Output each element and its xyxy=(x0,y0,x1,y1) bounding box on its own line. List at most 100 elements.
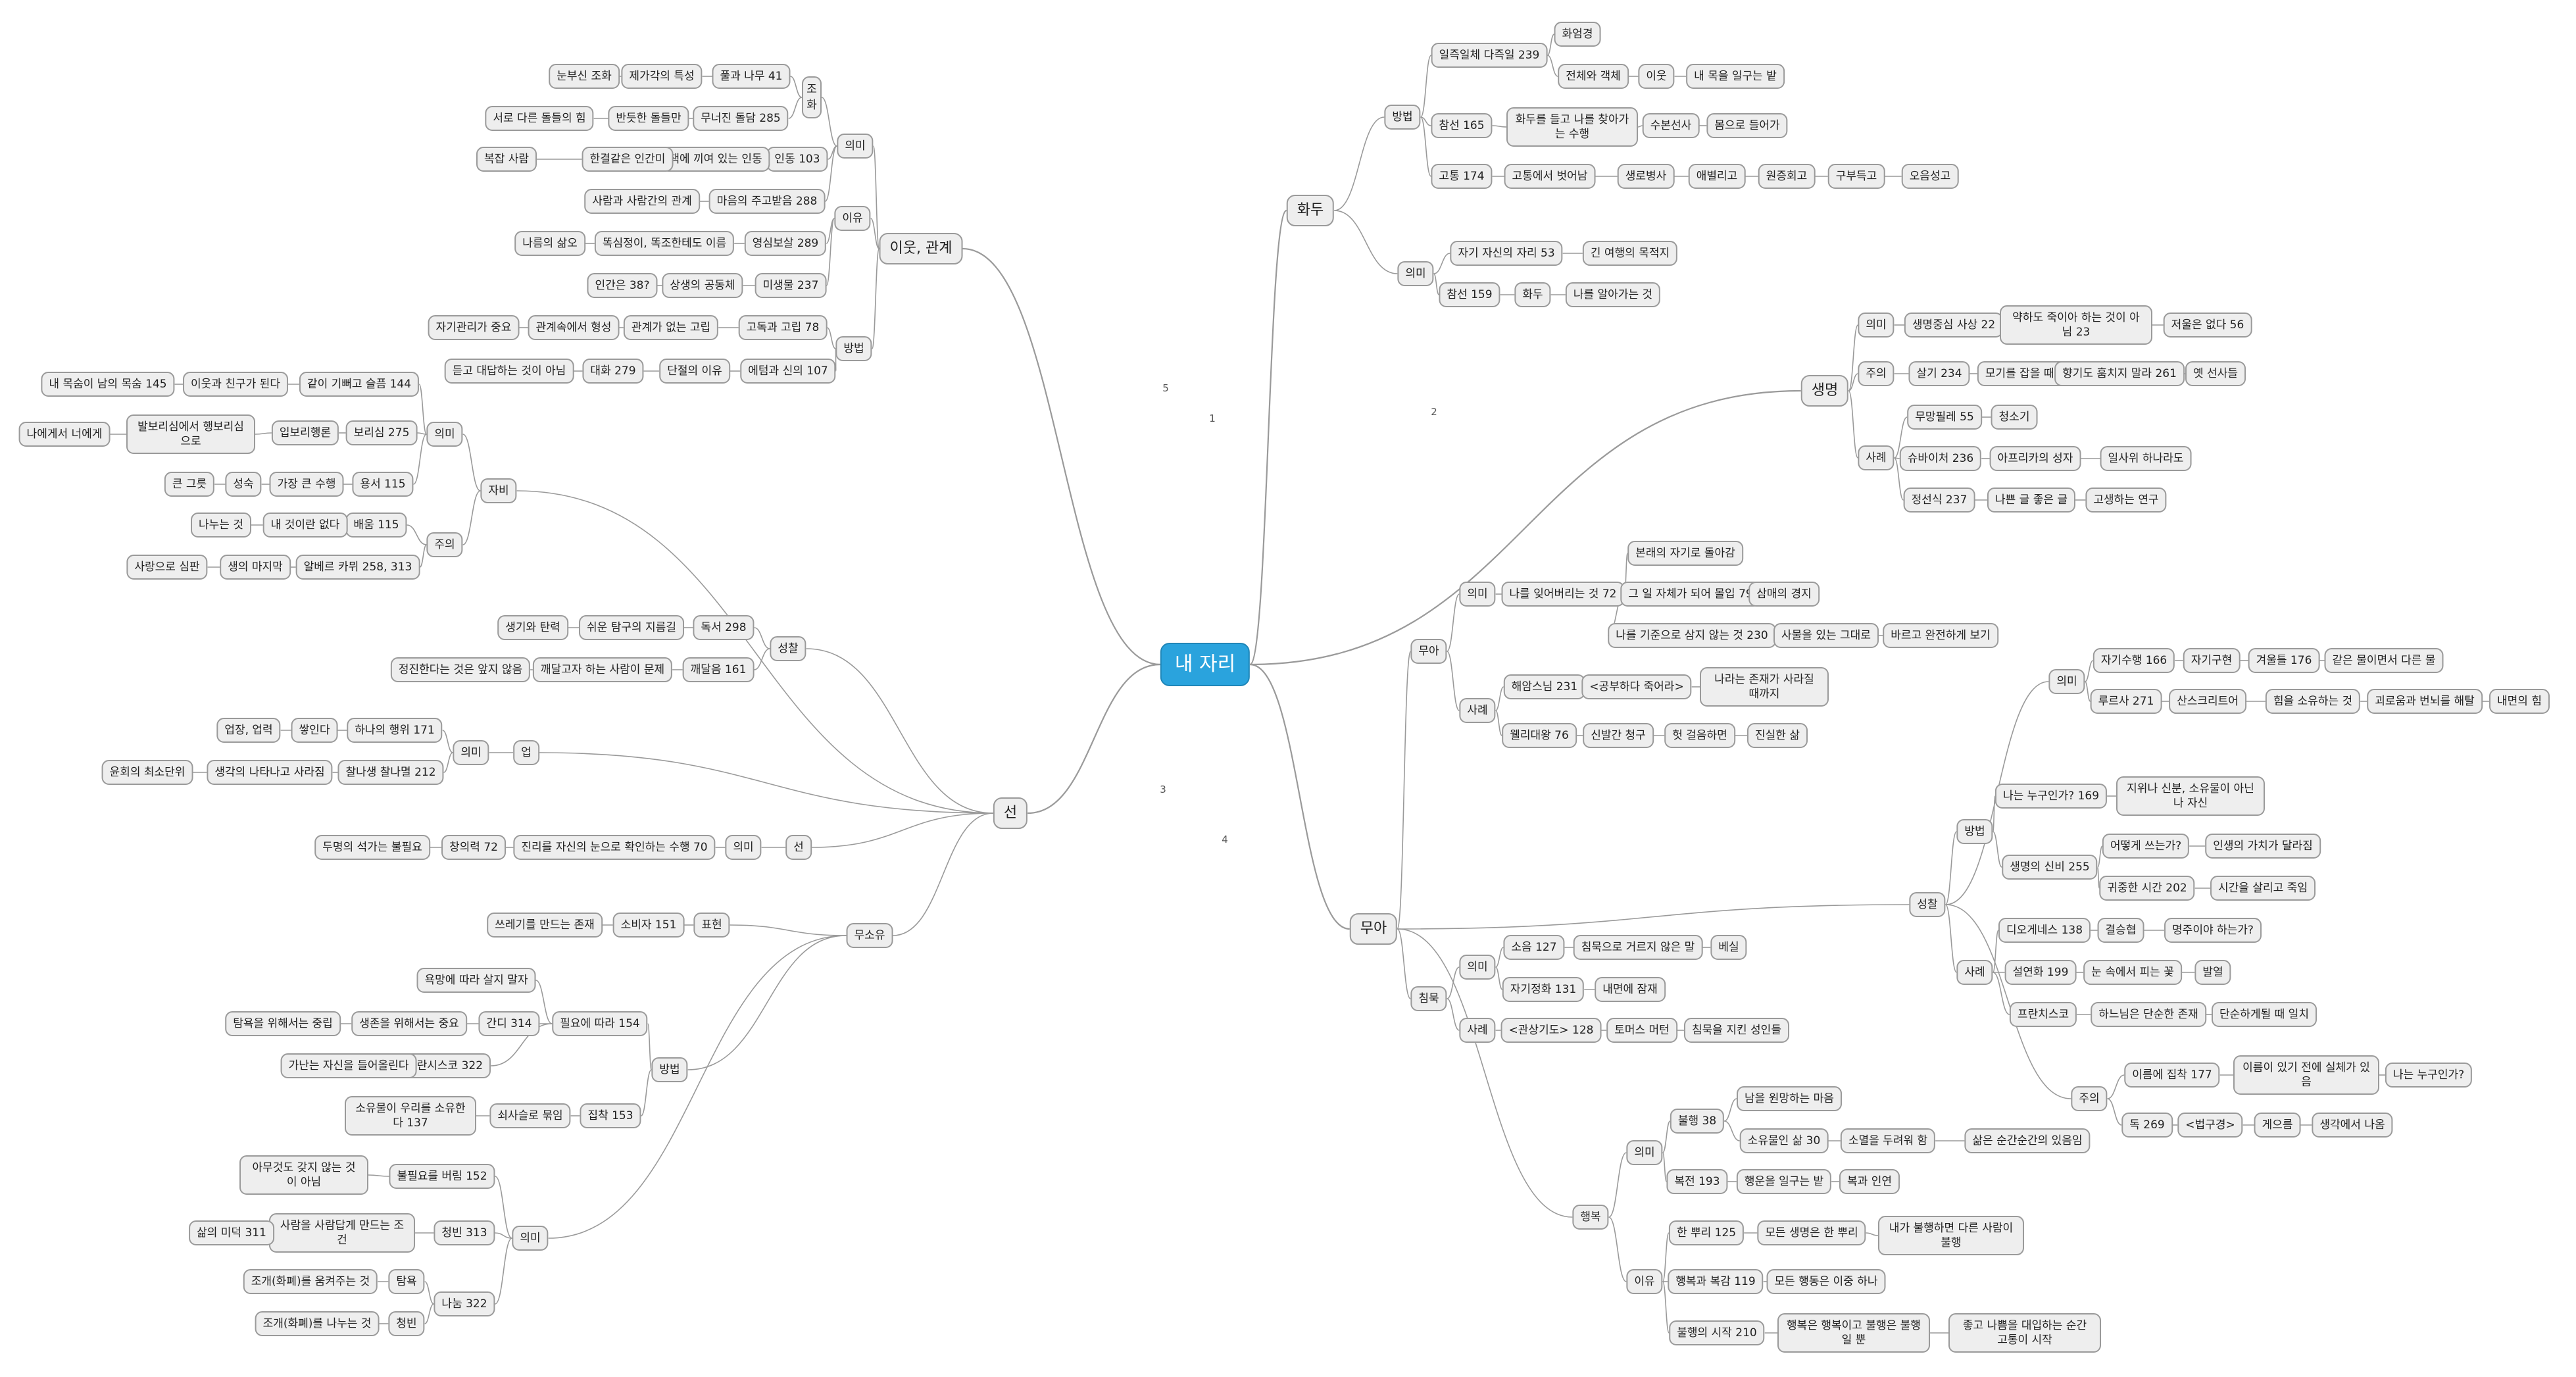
topic[interactable]: 생명중심 사상 22 xyxy=(1904,313,2004,338)
topic-caution[interactable]: 주의 xyxy=(2071,1086,2108,1111)
topic[interactable]: 정진한다는 것은 앞지 않음 xyxy=(390,657,531,682)
topic[interactable]: 자기정화 131 xyxy=(1502,977,1585,1002)
topic[interactable]: <공부하다 죽어라> xyxy=(1581,674,1692,699)
topic[interactable]: 오음성고 xyxy=(1901,164,1959,189)
topic[interactable]: 눈부신 조화 xyxy=(549,64,620,89)
topic[interactable]: 독서 298 xyxy=(693,615,755,640)
topic[interactable]: 생기와 탄력 xyxy=(497,615,568,640)
topic[interactable]: 프란치스코 xyxy=(2009,1002,2077,1027)
topic[interactable]: 조개(화폐)를 움켜주는 것 xyxy=(243,1269,378,1294)
topic-silence[interactable]: 침묵 xyxy=(1410,986,1447,1011)
topic[interactable]: 참선 159 xyxy=(1439,282,1500,307)
topic[interactable]: 내가 불행하면 다른 사람이 불행 xyxy=(1878,1216,2024,1255)
topic[interactable]: 약하도 죽이아 하는 것이 아님 23 xyxy=(2000,305,2152,345)
topic[interactable]: 시간을 살리고 죽임 xyxy=(2210,876,2316,901)
topic-method[interactable]: 방법 xyxy=(1384,105,1421,130)
topic[interactable]: 해암스님 231 xyxy=(1503,674,1586,699)
topic[interactable]: 토머스 머턴 xyxy=(1606,1018,1677,1043)
topic-method[interactable]: 방법 xyxy=(835,336,872,361)
topic[interactable]: 내 목을 일구는 밭 xyxy=(1686,64,1785,89)
topic[interactable]: 소멸을 두려워 함 xyxy=(1840,1128,1936,1153)
topic[interactable]: 슈바이처 236 xyxy=(1899,446,1982,471)
topic-karma[interactable]: 업 xyxy=(513,740,539,765)
topic[interactable]: 지위나 신분, 소유물이 아닌 나 자신 xyxy=(2116,776,2265,816)
topic[interactable]: 찰나생 찰나멸 212 xyxy=(337,760,444,785)
topic-meaning[interactable]: 의미 xyxy=(1397,261,1434,286)
topic[interactable]: 나를 기준으로 삼지 않는 것 230 xyxy=(1608,623,1776,648)
topic[interactable]: 생각의 나타나고 사라짐 xyxy=(207,760,333,785)
topic[interactable]: 나를 잊어버리는 것 72 xyxy=(1501,582,1625,607)
topic[interactable]: 게으름 xyxy=(2254,1113,2301,1138)
topic[interactable]: 인생의 가치가 달라짐 xyxy=(2205,834,2321,859)
topic[interactable]: 남을 원망하는 마음 xyxy=(1737,1086,1842,1111)
topic[interactable]: 미생물 237 xyxy=(755,273,827,298)
topic-meaning[interactable]: 의미 xyxy=(426,422,463,447)
topic[interactable]: 이웃 xyxy=(1638,64,1675,89)
topic-examples[interactable]: 사례 xyxy=(1858,445,1895,470)
topic-compassion[interactable]: 자비 xyxy=(480,478,517,503)
topic[interactable]: 발보리심에서 행보리심으로 xyxy=(126,414,255,454)
topic[interactable]: 모든 생명은 한 뿌리 xyxy=(1757,1220,1866,1245)
topic[interactable]: 명주이야 하는가? xyxy=(2164,918,2262,943)
topic-expression[interactable]: 표현 xyxy=(693,913,730,938)
topic[interactable]: 풀과 나무 41 xyxy=(712,64,791,89)
topic[interactable]: 겨울틀 176 xyxy=(2248,648,2320,673)
topic[interactable]: 행복과 복감 119 xyxy=(1668,1269,1764,1294)
topic-mua[interactable]: 무아 xyxy=(1410,639,1447,664)
topic[interactable]: 고통 174 xyxy=(1431,164,1493,189)
topic[interactable]: 듣고 대답하는 것이 아님 xyxy=(444,359,574,384)
topic[interactable]: 깨달고자 하는 사람이 문제 xyxy=(532,657,673,682)
topic-harmony[interactable]: 조화 xyxy=(802,76,822,118)
topic[interactable]: 구부득고 xyxy=(1827,164,1885,189)
topic[interactable]: 원증회고 xyxy=(1758,164,1816,189)
topic[interactable]: 설연화 199 xyxy=(2004,960,2077,985)
topic[interactable]: 관계가 없는 고립 xyxy=(623,315,719,340)
topic[interactable]: 화두를 들고 나를 찾아가는 수행 xyxy=(1506,107,1638,147)
topic[interactable]: 복전 193 xyxy=(1666,1169,1728,1194)
topic[interactable]: 모든 행동은 이중 하나 xyxy=(1766,1269,1886,1294)
topic[interactable]: 소비자 151 xyxy=(612,913,685,938)
topic[interactable]: 좋고 나쁨을 대입하는 순간 고통이 시작 xyxy=(1948,1313,2101,1353)
topic-method[interactable]: 방법 xyxy=(1956,819,1993,844)
topic[interactable]: 아무것도 갖지 않는 것이 아님 xyxy=(239,1155,368,1195)
topic[interactable]: 향기도 훔치지 말라 261 xyxy=(2054,361,2185,386)
topic[interactable]: 무망필레 55 xyxy=(1907,405,1982,430)
topic[interactable]: 하느님은 단순한 존재 xyxy=(2091,1002,2206,1027)
topic[interactable]: <법구경> xyxy=(2177,1113,2243,1138)
topic[interactable]: 소음 127 xyxy=(1503,935,1565,960)
topic[interactable]: 내면에 잠재 xyxy=(1595,977,1666,1002)
topic-meaning[interactable]: 의미 xyxy=(512,1226,549,1251)
topic[interactable]: 나누는 것 xyxy=(191,513,251,538)
root-topic[interactable]: 내 자리 xyxy=(1160,643,1251,686)
topic-meaning[interactable]: 의미 xyxy=(1459,955,1496,980)
topic[interactable]: 같은 물이면서 다른 물 xyxy=(2324,648,2444,673)
topic[interactable]: 일즉일체 다즉일 239 xyxy=(1431,43,1548,68)
topic-reason[interactable]: 이유 xyxy=(834,206,871,231)
topic[interactable]: 그 일 자체가 되어 몰입 79 xyxy=(1620,582,1761,607)
topic[interactable]: 나에게서 너에게 xyxy=(18,422,111,447)
topic[interactable]: 침묵을 지킨 성인들 xyxy=(1684,1018,1789,1043)
topic[interactable]: 삶은 순간순간의 있음임 xyxy=(1964,1128,2091,1153)
topic[interactable]: 복잡 사람 xyxy=(476,147,537,172)
topic[interactable]: 책에 끼여 있는 인동 xyxy=(661,147,770,172)
topic[interactable]: 참선 165 xyxy=(1431,113,1493,138)
topic[interactable]: 전체와 객체 xyxy=(1558,64,1629,89)
topic[interactable]: 보리심 275 xyxy=(345,420,418,445)
topic[interactable]: 불행의 시작 210 xyxy=(1669,1320,1765,1345)
topic[interactable]: 자기수행 166 xyxy=(2093,648,2175,673)
topic[interactable]: 발열 xyxy=(2194,960,2231,985)
topic[interactable]: 똑심정이, 똑조한테도 이름 xyxy=(594,231,735,256)
topic[interactable]: 큰 그릇 xyxy=(164,472,215,497)
topic[interactable]: 긴 여행의 목적지 xyxy=(1582,241,1678,266)
topic-happiness[interactable]: 행복 xyxy=(1572,1205,1609,1230)
topic[interactable]: 나쁜 글 좋은 글 xyxy=(1987,488,2076,513)
topic[interactable]: 사물을 있는 그대로 xyxy=(1773,623,1879,648)
topic[interactable]: 생존을 위해서는 중요 xyxy=(351,1011,467,1036)
topic[interactable]: 수본선사 xyxy=(1642,113,1700,138)
topic[interactable]: 쓰레기를 만드는 존재 xyxy=(487,913,603,938)
topic[interactable]: 사람과 사람간의 관계 xyxy=(584,189,700,214)
topic[interactable]: 진실한 삶 xyxy=(1747,723,1808,748)
topic[interactable]: 생로병사 xyxy=(1617,164,1675,189)
topic[interactable]: 생의 마지막 xyxy=(220,555,291,580)
topic-caution[interactable]: 주의 xyxy=(1858,361,1895,386)
